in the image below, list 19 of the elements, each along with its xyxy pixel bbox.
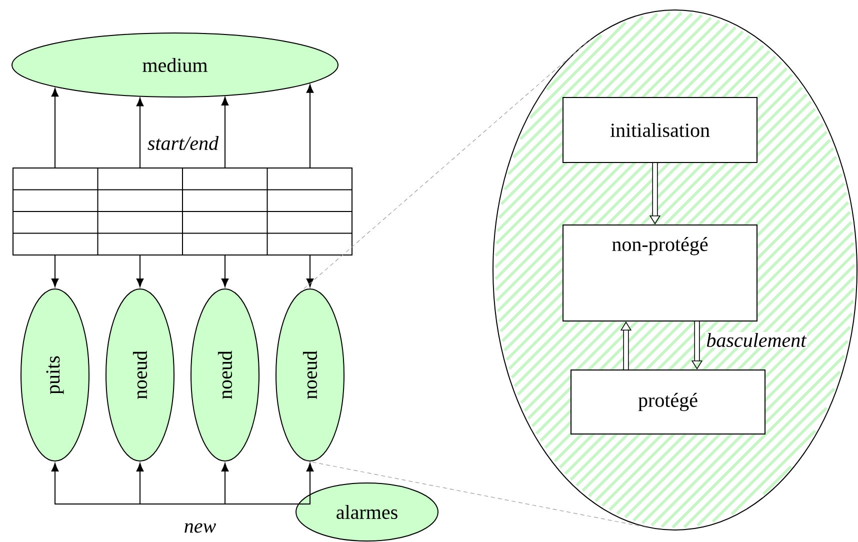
arrow: [221, 462, 300, 504]
arrow: [51, 88, 59, 168]
arrow: [136, 98, 144, 168]
state-box: initialisation: [562, 97, 758, 163]
arrow: [51, 255, 59, 288]
italic-label: start/end: [145, 134, 221, 152]
zoom-line: [305, 460, 648, 528]
arrow: [306, 255, 314, 288]
state-box: non-protégé: [562, 224, 758, 322]
arrow: [221, 255, 229, 288]
zoom-line: [298, 38, 592, 294]
arrow: [306, 84, 314, 168]
italic-label: new: [182, 521, 218, 535]
arrow: [221, 96, 229, 168]
state-box: protégé: [570, 370, 766, 434]
table-grid: [12, 168, 352, 256]
edge-label: basculement: [705, 332, 808, 348]
arrow: [298, 462, 314, 504]
arrow: [136, 255, 144, 288]
